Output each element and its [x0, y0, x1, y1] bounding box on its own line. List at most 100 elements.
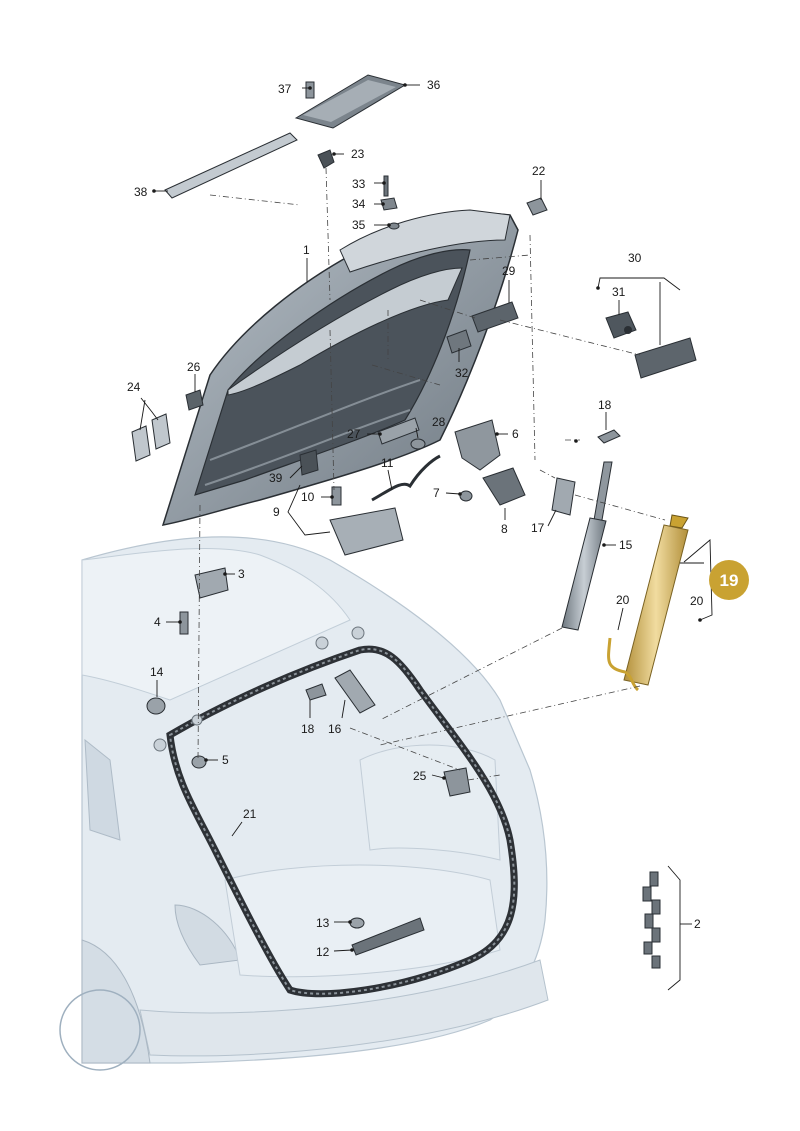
part-15-gas-strut: [593, 461, 613, 521]
label-17: 17: [531, 521, 545, 535]
vehicle-wheel-arch: [81, 939, 151, 1064]
part-15-gas-strut-body: [561, 517, 607, 631]
assembly-line: [379, 685, 641, 746]
label-1: 1: [303, 243, 310, 257]
leader-dot: [348, 920, 352, 924]
part-3-hinge: [194, 567, 229, 599]
part-22-cap: [526, 197, 548, 216]
part-9-motor: [329, 507, 404, 556]
part-37-screw: [305, 81, 315, 99]
assembly-line: [371, 364, 441, 386]
part-13-nut: [349, 917, 365, 929]
screw: [642, 886, 652, 902]
label-21: 21: [243, 807, 257, 821]
leader-line: [289, 465, 303, 479]
assembly-line: [379, 627, 563, 721]
assembly-line: [325, 167, 331, 301]
leader-line-2: [667, 865, 681, 991]
label-27: 27: [347, 427, 361, 441]
vehicle-side-window: [84, 738, 121, 841]
tailgate-spoiler: [339, 209, 511, 273]
part-24-bracket: [131, 425, 151, 462]
leader-dot: [698, 618, 702, 622]
leader-dot: [381, 202, 385, 206]
label-9: 9: [273, 505, 280, 519]
label-33: 33: [352, 177, 366, 191]
tailgate-lid: [161, 209, 519, 526]
part-6-latch: [454, 419, 501, 471]
label-25: 25: [413, 769, 427, 783]
part-31-camera-lens: [624, 326, 632, 334]
label-3: 3: [238, 567, 245, 581]
label-4: 4: [154, 615, 161, 629]
part-24-bracket: [151, 413, 171, 450]
leader-dot: [495, 432, 499, 436]
part-25-striker: [443, 767, 471, 797]
label-22: 22: [532, 164, 546, 178]
label-20a: 20: [616, 593, 630, 607]
leader-line: [415, 427, 419, 439]
body-grommet: [191, 714, 203, 726]
assembly-line: [499, 319, 641, 356]
assembly-line: [197, 504, 201, 761]
part-29-switch: [471, 301, 519, 333]
tailgate-rib: [204, 409, 411, 486]
label-13: 13: [316, 916, 330, 930]
leader-line-30: [597, 277, 681, 291]
part-12-lock-plate: [351, 917, 425, 956]
part-18-bolt: [597, 429, 621, 444]
body-grommet: [351, 626, 365, 640]
label-5: 5: [222, 753, 229, 767]
leader-line-9: [287, 484, 331, 536]
assembly-line: [574, 494, 666, 521]
screw: [651, 927, 661, 943]
part-14-plug: [146, 697, 166, 715]
leader-line: [547, 509, 557, 527]
leader-dot: [602, 543, 606, 547]
label-2: 2: [694, 917, 701, 931]
label-12: 12: [316, 945, 330, 959]
label-14: 14: [150, 665, 164, 679]
leader-line: [139, 399, 146, 431]
part-28-nut: [410, 438, 426, 450]
label-35: 35: [352, 218, 366, 232]
screw: [649, 871, 659, 887]
label-10: 10: [301, 490, 315, 504]
part-19-power-strut: [669, 514, 689, 529]
label-31: 31: [612, 285, 626, 299]
part-30-handle: [634, 337, 697, 379]
assembly-lines: [197, 167, 666, 781]
label-18b: 18: [301, 722, 315, 736]
part-39-clip: [299, 449, 319, 476]
leader-dot: [178, 620, 182, 624]
highlight-badge-19[interactable]: 19: [709, 560, 749, 600]
tailgate-window-frame: [227, 267, 463, 396]
label-26: 26: [187, 360, 201, 374]
vehicle-side-panel: [359, 744, 501, 861]
part-11-cable: [371, 454, 441, 502]
label-15: 15: [619, 538, 633, 552]
leader-dot: [458, 492, 462, 496]
label-34: 34: [352, 197, 366, 211]
label-23: 23: [351, 147, 365, 161]
leader-dot: [330, 495, 334, 499]
part-8-lock: [482, 467, 526, 506]
leader-line: [445, 492, 461, 495]
highlight-badge-circle[interactable]: [709, 560, 749, 600]
label-7: 7: [433, 486, 440, 500]
label-30: 30: [628, 251, 642, 265]
body-grommet: [153, 738, 167, 752]
label-36: 36: [427, 78, 441, 92]
label-29: 29: [502, 264, 516, 278]
label-16: 16: [328, 722, 342, 736]
label-11: 11: [381, 456, 394, 470]
part-33-stud: [383, 175, 389, 197]
leader-dot: [403, 83, 407, 87]
leader-line: [341, 699, 346, 719]
part-labels: 37 36 38 23 33 34 35 22 1 29 30 31 32 26…: [127, 78, 704, 959]
vehicle-bumper: [139, 959, 549, 1057]
label-28: 28: [432, 415, 446, 429]
label-20b: 20: [690, 594, 704, 608]
part-19-power-strut-cable: [607, 637, 640, 692]
